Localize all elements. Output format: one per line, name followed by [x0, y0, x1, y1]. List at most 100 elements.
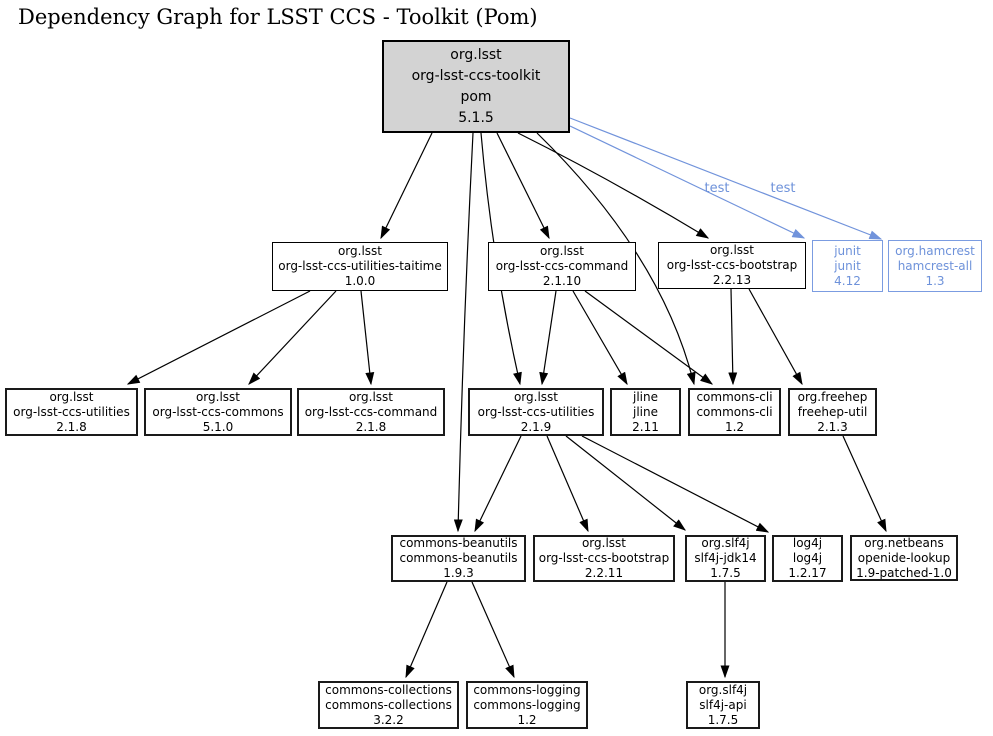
edge-bootstrap-2213-commons-cli [728, 288, 738, 386]
node-version: 2.11 [632, 419, 659, 434]
node-artifact: commons-beanutils [399, 551, 518, 565]
node-artifact: org-lsst-ccs-command [304, 404, 438, 419]
edge-freehep-util-openide-lookup [842, 435, 887, 533]
node-slf4j-api: org.slf4j slf4j-api 1.7.5 [686, 681, 760, 729]
node-version: 2.1.9 [520, 419, 552, 434]
node-commons-collections: commons-collections commons-collections … [318, 681, 459, 729]
node-packaging: pom [460, 88, 492, 105]
node-group: org.lsst [195, 389, 241, 404]
node-artifact: org-lsst-ccs-toolkit [411, 67, 541, 84]
node-freehep-util: org.freehep freehep-util 2.1.3 [788, 388, 877, 436]
node-commons-cli: commons-cli commons-cli 1.2 [688, 388, 781, 436]
edge-utilities-219-bootstrap-2211 [546, 435, 589, 533]
node-group: jline [633, 389, 658, 404]
node-version: 1.2.17 [788, 566, 827, 580]
edge-root-command-2110 [496, 132, 550, 240]
node-artifact: slf4j-api [699, 697, 747, 712]
node-group: log4j [792, 536, 823, 550]
node-version: 2.1.8 [355, 419, 387, 434]
node-artifact: slf4j-jdk14 [694, 551, 757, 565]
node-org-lsst-ccs-commons: org.lsst org-lsst-ccs-commons 5.1.0 [144, 388, 292, 436]
node-group: commons-logging [473, 682, 581, 697]
node-version: 2.1.8 [56, 419, 87, 434]
edge-root-hamcrest [569, 117, 883, 240]
node-org-lsst-ccs-command-218: org.lsst org-lsst-ccs-command 2.1.8 [297, 388, 445, 436]
node-artifact: org-lsst-ccs-command [495, 259, 629, 273]
node-openide-lookup: org.netbeans openide-lookup 1.9-patched-… [850, 535, 958, 581]
edge-beanutils-commons-logging [471, 581, 515, 679]
node-version: 1.7.5 [710, 566, 741, 580]
node-artifact: log4j [792, 551, 823, 565]
node-version: 5.1.5 [458, 109, 494, 126]
edge-root-taitime [380, 132, 433, 240]
node-org-lsst-ccs-bootstrap-2213: org.lsst org-lsst-ccs-bootstrap 2.2.13 [658, 242, 806, 289]
node-commons-beanutils: commons-beanutils commons-beanutils 1.9.… [391, 535, 526, 582]
node-artifact: hamcrest-all [897, 258, 973, 273]
edge-root-commons-beanutils [453, 132, 474, 533]
node-version: 1.3 [925, 273, 945, 288]
edge-command-2110-commons-cli [584, 290, 714, 385]
node-org-lsst-ccs-utilities-taitime: org.lsst org-lsst-ccs-utilities-taitime … [272, 242, 448, 291]
node-artifact: openide-lookup [857, 550, 951, 565]
node-group: commons-collections [325, 682, 452, 697]
page-title: Dependency Graph for LSST CCS - Toolkit … [18, 5, 538, 29]
node-org-lsst-ccs-toolkit: org.lsst org-lsst-ccs-toolkit pom 5.1.5 [382, 40, 570, 133]
edge-root-commons-cli [536, 132, 696, 386]
node-version: 5.1.0 [202, 419, 234, 434]
node-version: 4.12 [834, 273, 861, 288]
node-group: org.lsst [709, 243, 755, 257]
node-artifact: junit [834, 258, 861, 273]
node-artifact: org-lsst-ccs-bootstrap [666, 258, 798, 272]
edge-bootstrap-2213-freehep-util [748, 288, 803, 386]
node-artifact: org-lsst-ccs-commons [152, 404, 284, 419]
node-jline: jline jline 2.11 [610, 388, 681, 436]
edge-utilities-219-commons-beanutils [474, 435, 522, 533]
edge-beanutils-commons-collections [405, 581, 448, 679]
node-group: org.lsst [513, 389, 559, 404]
node-group: org.lsst [581, 536, 627, 550]
node-artifact: org-lsst-ccs-utilities [477, 404, 595, 419]
node-group: org.hamcrest [895, 243, 975, 258]
node-junit: junit junit 4.12 [812, 240, 883, 292]
node-artifact: org-lsst-ccs-bootstrap [538, 551, 670, 565]
node-version: 1.7.5 [707, 712, 739, 727]
node-version: 1.9.3 [443, 566, 474, 580]
node-artifact: commons-logging [473, 697, 581, 712]
edge-root-bootstrap-2213 [517, 132, 710, 239]
node-artifact: freehep-util [797, 404, 868, 419]
edge-label-test-junit: test [705, 181, 730, 196]
node-version: 1.0.0 [344, 274, 376, 288]
node-org-lsst-ccs-command-2110: org.lsst org-lsst-ccs-command 2.1.10 [488, 242, 636, 291]
node-artifact: commons-cli [696, 404, 773, 419]
node-group: org.netbeans [864, 535, 944, 550]
node-group: org.lsst [49, 389, 94, 404]
node-version: 1.2 [724, 419, 745, 434]
node-group: junit [834, 243, 861, 258]
node-version: 2.1.10 [542, 274, 582, 288]
node-org-lsst-ccs-utilities-218: org.lsst org-lsst-ccs-utilities 2.1.8 [5, 388, 138, 436]
node-group: org.lsst [337, 244, 383, 258]
node-group: org.slf4j [698, 682, 748, 697]
edge-utilities-219-log4j [581, 435, 770, 533]
node-version: 2.2.13 [712, 273, 752, 287]
node-artifact: org-lsst-ccs-utilities-taitime [278, 259, 442, 273]
node-slf4j-jdk14: org.slf4j slf4j-jdk14 1.7.5 [685, 535, 766, 582]
node-version: 1.9-patched-1.0 [856, 565, 952, 580]
edge-taitime-command-218 [360, 290, 375, 386]
node-group: org.lsst [348, 389, 394, 404]
edge-label-test-hamcrest: test [771, 181, 796, 196]
node-group: org.freehep [797, 389, 868, 404]
node-group: commons-beanutils [399, 536, 518, 550]
edge-utilities-219-slf4j-jdk14 [565, 435, 687, 531]
edge-taitime-commons-510 [248, 290, 337, 385]
node-hamcrest-all: org.hamcrest hamcrest-all 1.3 [888, 240, 982, 292]
node-org-lsst-ccs-bootstrap-2211: org.lsst org-lsst-ccs-bootstrap 2.2.11 [533, 535, 675, 582]
node-log4j: log4j log4j 1.2.17 [772, 535, 843, 582]
node-artifact: commons-collections [325, 697, 452, 712]
node-version: 2.2.11 [584, 566, 624, 580]
node-group: org.lsst [539, 244, 585, 258]
edge-taitime-utilities-218 [126, 290, 311, 385]
node-org-lsst-ccs-utilities-219: org.lsst org-lsst-ccs-utilities 2.1.9 [468, 388, 604, 436]
